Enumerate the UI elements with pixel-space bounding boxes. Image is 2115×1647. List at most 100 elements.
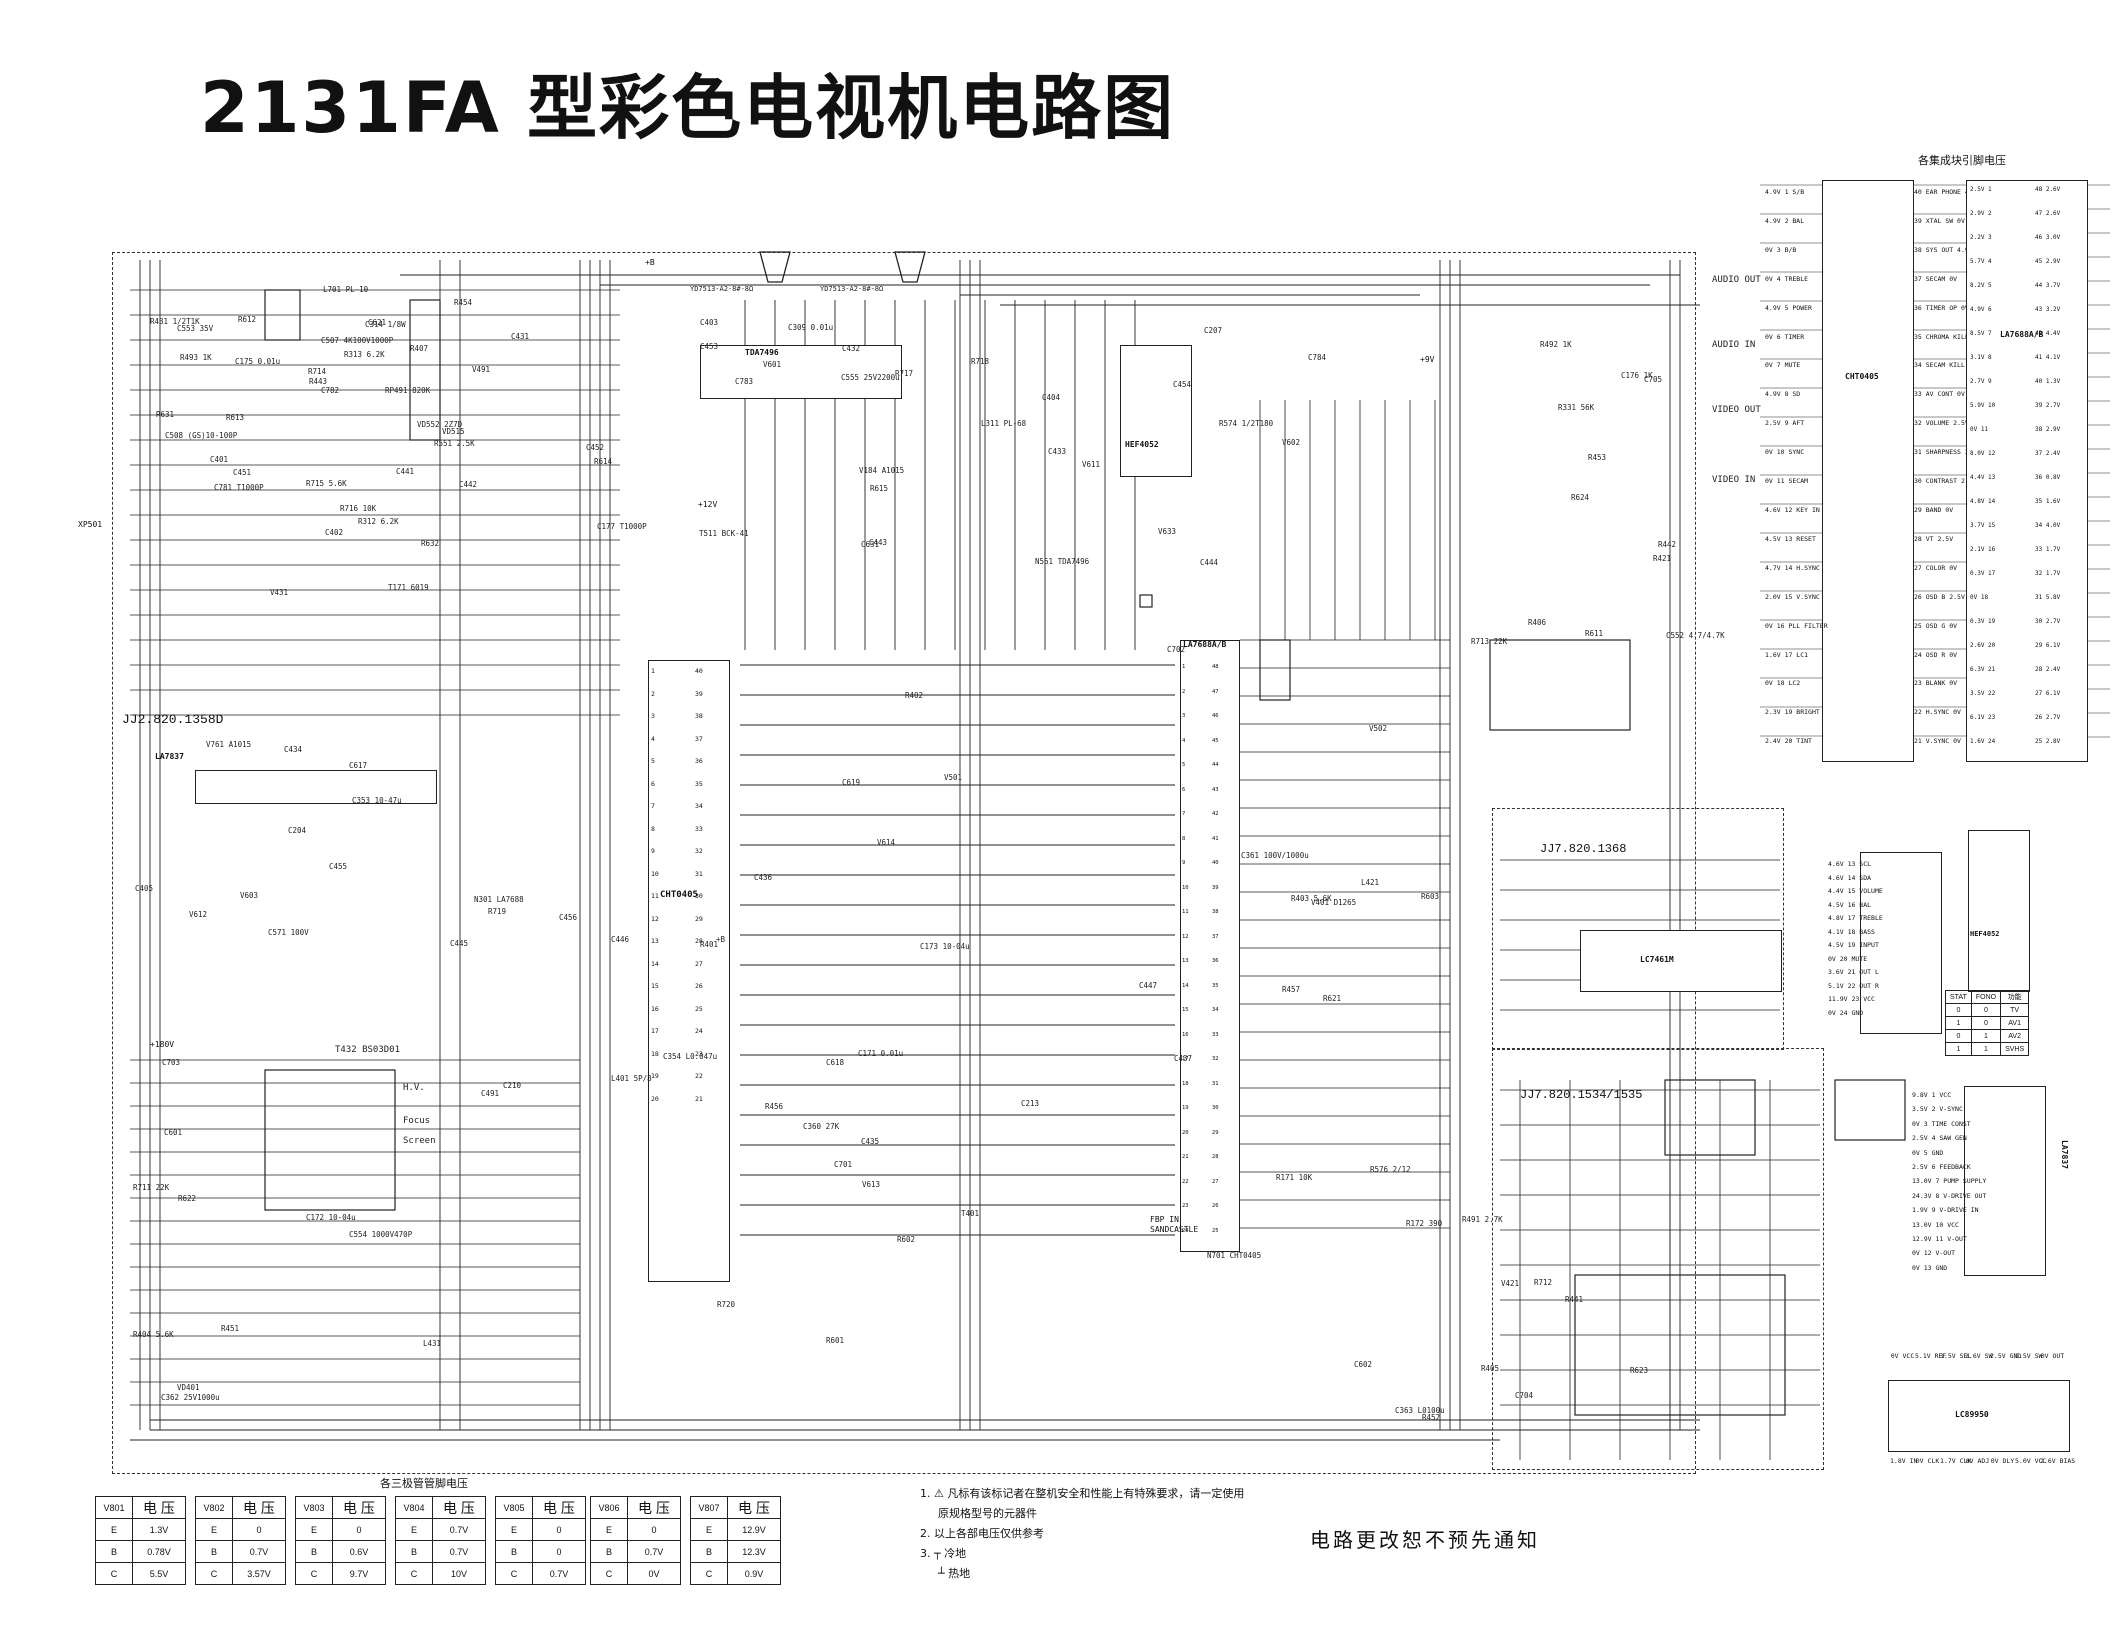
ref-cht-right-0: 40 EAR PHONE 4.8V xyxy=(1914,188,1981,196)
component-label-12: C553 35V xyxy=(177,324,214,333)
la-pin-right-20: 28 xyxy=(1212,1154,1219,1160)
la-pin-left-6: 7 xyxy=(1182,811,1186,817)
ref-la-right-3: 45 2.9V xyxy=(2035,258,2061,265)
cht-pin-left-15: 16 xyxy=(651,1004,659,1013)
component-label-40: C207 xyxy=(1204,326,1223,335)
ref-cht-right-15: 25 OSD G 0V xyxy=(1914,621,1958,630)
la-pin-right-8: 40 xyxy=(1212,860,1219,866)
cht-pin-right-9: 31 xyxy=(695,869,703,878)
ref-la-left-12: 4.4V 13 xyxy=(1970,474,1996,481)
component-label-96: R431 1/2T1K xyxy=(150,317,200,326)
transformer-core xyxy=(409,299,441,441)
cht-pin-left-12: 13 xyxy=(651,937,659,945)
lc89950-bot-1: 0V CLK xyxy=(1915,1457,1940,1465)
cht-pin-right-4: 36 xyxy=(695,757,703,765)
notes-block: 1. ⚠ 凡标有该标记者在整机安全和性能上有特殊要求，请一定使用 原规格型号的元… xyxy=(920,1484,1244,1584)
ref-la7837-label: LA7837 xyxy=(2059,1140,2069,1169)
ref-la-right-4: 44 3.7V xyxy=(2035,282,2061,289)
hef-col-1: FONO xyxy=(1970,990,2002,1004)
component-label-124: V602 xyxy=(1282,438,1301,447)
transistor-table-5-cell-2-1: 0.7V xyxy=(627,1540,681,1563)
component-label-63: C783 xyxy=(735,377,754,386)
cht-pin-right-7: 33 xyxy=(695,824,703,833)
v180-label: +180V xyxy=(150,1040,175,1049)
component-label-103: C436 xyxy=(754,873,773,882)
component-label-112: C454 xyxy=(1173,380,1192,389)
ref-la-right-16: 32 1.7V xyxy=(2035,570,2061,577)
component-label-130: C602 xyxy=(1354,1360,1373,1369)
ref-lc7461-1: 4.6V 14 SDA xyxy=(1828,873,1872,882)
component-label-127: R602 xyxy=(897,1235,916,1244)
la-pin-left-21: 22 xyxy=(1182,1178,1189,1185)
ref-la7837-7: 24.3V 8 V-DRIVE OUT xyxy=(1912,1191,1987,1200)
cht-pin-left-1: 2 xyxy=(651,689,655,698)
ref-cht-left-9: 0V 10 SYNC xyxy=(1765,448,1805,457)
component-label-38: C177 T1000P xyxy=(597,522,647,531)
ref-la-left-5: 4.9V 6 xyxy=(1970,306,1992,313)
component-label-77: C405 xyxy=(135,884,154,893)
ref-cht-right-18: 22 H.SYNC 0V xyxy=(1914,708,1961,717)
transistor-table-2-cell-3-0: C xyxy=(295,1562,333,1585)
component-label-95: R421 xyxy=(1653,554,1672,563)
component-label-41: C204 xyxy=(288,826,307,835)
voltage-table-heading: 各集成块引脚电压 xyxy=(1918,154,2006,167)
cht-pin-right-2: 38 xyxy=(695,712,703,720)
ref-cht-left-3: 0V 4 TREBLE xyxy=(1765,274,1809,283)
component-label-4: R574 1/2T180 xyxy=(1219,419,1274,428)
transistor-table-5-cell-3-0: C xyxy=(590,1562,628,1585)
component-label-45: R711 22K xyxy=(133,1183,170,1192)
note-3: 3. ┬ 冷地 xyxy=(920,1547,967,1560)
ref-la-right-17: 31 5.8V xyxy=(2035,594,2061,601)
cht-pin-right-1: 39 xyxy=(695,689,703,698)
component-label-81: VD401 xyxy=(177,1383,200,1392)
transistor-table-3-cell-3-1: 10V xyxy=(432,1562,486,1585)
component-label-97: V431 xyxy=(270,588,289,597)
cht-pin-left-9: 10 xyxy=(651,869,659,878)
component-label-132: R612 xyxy=(238,315,257,324)
speaker-icon xyxy=(759,251,791,283)
lc89950-top-5: 2.5V SW xyxy=(2015,1352,2043,1360)
ref-cht-right-13: 27 COLOR 0V xyxy=(1914,563,1958,572)
ref-la-right-6: 42 4.4V xyxy=(2035,330,2061,337)
ref-cht-left-11: 4.6V 12 KEY IN xyxy=(1765,505,1820,514)
ref-la-left-6: 8.5V 7 xyxy=(1970,330,1992,337)
component-label-98: C431 xyxy=(511,332,530,341)
component-label-83: R442 xyxy=(1658,540,1677,549)
ref-lc7461-3: 4.5V 16 BAL xyxy=(1828,900,1872,909)
cht-pin-right-19: 21 xyxy=(695,1094,703,1103)
component-label-134: R614 xyxy=(594,457,613,466)
hef-cell-0-0: 0 xyxy=(1945,1003,1972,1017)
component-label-111: C453 xyxy=(700,342,719,351)
transistor-table-1-cell-2-1: 0.7V xyxy=(232,1540,286,1563)
ic-tda7496-label: TDA7496 xyxy=(745,348,779,357)
cht-pin-left-14: 15 xyxy=(651,982,659,990)
ref-cht-right-9: 31 SHARPNESS 2.5V xyxy=(1914,448,1981,457)
focus-label: Focus xyxy=(403,1116,431,1126)
video-out-label: VIDEO OUT xyxy=(1712,405,1761,415)
component-label-92: L421 xyxy=(1361,878,1380,887)
ic-la7837 xyxy=(195,770,437,804)
component-label-85: C441 xyxy=(396,467,415,476)
hef-cell-3-1: 1 xyxy=(1970,1042,2002,1056)
component-label-101: C434 xyxy=(284,745,303,754)
transistor-table-4-cell-0-0: V805 xyxy=(495,1496,533,1519)
ref-la-right-20: 28 2.4V xyxy=(2035,666,2061,673)
transistor-table-3-cell-2-1: 0.7V xyxy=(432,1540,486,1563)
component-label-135: R615 xyxy=(870,484,889,493)
la-pin-right-3: 45 xyxy=(1212,737,1219,744)
component-label-7: V501 xyxy=(944,773,963,782)
transistor-table-0-cell-1-0: E xyxy=(95,1518,133,1541)
cht-pin-right-3: 37 xyxy=(695,734,703,743)
transistor-table-5-cell-1-0: E xyxy=(590,1518,628,1541)
component-label-114: C456 xyxy=(559,913,578,922)
component-label-117: C491 xyxy=(481,1089,500,1098)
cht-pin-left-18: 19 xyxy=(651,1072,659,1080)
hef-cell-0-1: 0 xyxy=(1970,1003,2002,1017)
ref-la-right-2: 46 3.0V xyxy=(2035,234,2061,241)
